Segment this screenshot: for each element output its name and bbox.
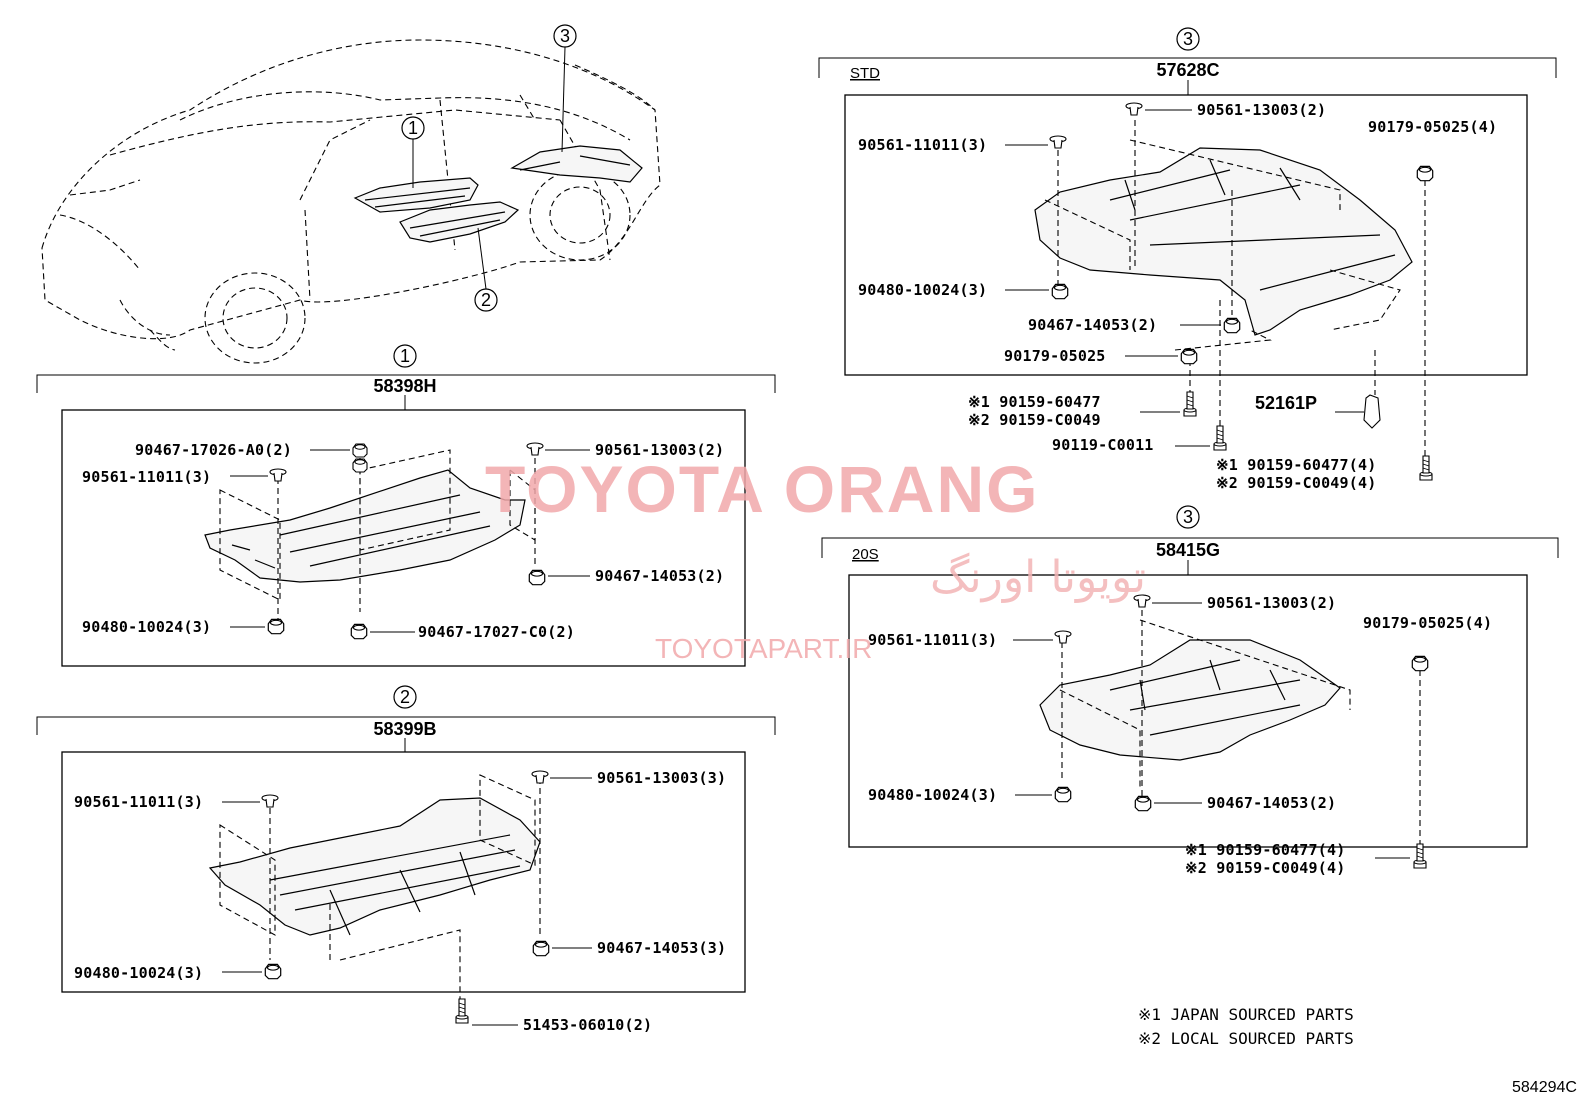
figure-code: 584294C [1512,1079,1577,1096]
group-3-std-part-number: 57628C [1156,60,1219,80]
note-japan-sourced: ※1 JAPAN SOURCED PARTS [1138,1005,1354,1024]
label-51453-06010: 51453-06010(2) [523,1016,652,1034]
label-90467-14053: 90467-14053(3) [597,939,726,957]
label-90159-60477-4: ※1 90159-60477(4) [1185,841,1345,859]
group-3-std-57628C: 3 STD 57628C [818,27,1557,492]
label-90480-10024: 90480-10024(3) [858,281,987,299]
label-90159-C0049-4: ※2 90159-C0049(4) [1185,859,1345,877]
watermark-brand: TOYOTA ORANG [485,452,1039,526]
group-3-std-callout: 3 [1183,29,1193,49]
watermark-persian: تویوتا اورنگ [930,552,1146,603]
label-90561-13003: 90561-13003(2) [1197,101,1326,119]
variant-20s: 20S [852,546,879,563]
label-90561-13003: 90561-13003(3) [597,769,726,787]
group-3-std-frame [844,94,1528,376]
label-52161P: 52161P [1255,393,1317,413]
label-90179-05025: 90179-05025 [1004,347,1106,365]
label-90119-C0011: 90119-C0011 [1052,436,1154,454]
label-90561-13003: 90561-13003(2) [595,441,724,459]
label-90480-10024: 90480-10024(3) [74,964,203,982]
group-3-20s-frame [848,574,1528,848]
label-90561-11011: 90561-11011(3) [82,468,211,486]
group-3-20s-part-number: 58415G [1156,540,1220,560]
group-1-callout: 1 [400,346,410,366]
label-90179-05025-4: 90179-05025(4) [1368,118,1497,136]
group-2-frame [61,751,746,993]
label-90179-05025-4: 90179-05025(4) [1363,614,1492,632]
label-90480-10024: 90480-10024(3) [868,786,997,804]
overview-callout-1: 1 [408,118,418,138]
label-90480-10024: 90480-10024(3) [82,618,211,636]
group-2-part-number: 58399B [373,719,436,739]
label-90159-60477-4: ※1 90159-60477(4) [1216,456,1376,474]
group-1-frame [61,409,746,667]
note-local-sourced: ※2 LOCAL SOURCED PARTS [1138,1029,1354,1048]
label-90467-14053: 90467-14053(2) [1028,316,1157,334]
label-90561-11011: 90561-11011(3) [868,631,997,649]
variant-std: STD [850,65,880,82]
label-90467-14053: 90467-14053(2) [595,567,724,585]
overview-callout-3: 3 [560,26,570,46]
group-2-callout: 2 [400,687,410,707]
watermark: TOYOTA ORANG تویوتا اورنگ TOYOTAPART.IR [485,452,1146,664]
label-90467-17027-C0: 90467-17027-C0(2) [418,623,575,641]
label-90467-14053: 90467-14053(2) [1207,794,1336,812]
label-90561-13003: 90561-13003(2) [1207,594,1336,612]
label-90561-11011: 90561-11011(3) [74,793,203,811]
group-2-58399B: 2 58399B 90561-11011(3) 90480-10024(3) 9… [36,685,776,1034]
group-3-20s-callout: 3 [1183,507,1193,527]
label-90159-60477: ※1 90159-60477 [968,393,1101,411]
car-overview: 1 2 3 [41,24,661,364]
label-90159-C0049-4: ※2 90159-C0049(4) [1216,474,1376,492]
overview-callout-2: 2 [481,290,491,310]
group-1-part-number: 58398H [373,376,436,396]
label-90561-11011: 90561-11011(3) [858,136,987,154]
watermark-url: TOYOTAPART.IR [655,633,872,664]
label-90159-C0049: ※2 90159-C0049 [968,411,1101,429]
group-3-20s-58415G: 3 20S 58415G 90561-13003(2) 90561-11011(… [821,505,1559,877]
group-1-58398H: 1 58398H 90467-17026-A0(2) 90561-11011 [36,344,776,667]
label-90467-17026-A0: 90467-17026-A0(2) [135,441,292,459]
